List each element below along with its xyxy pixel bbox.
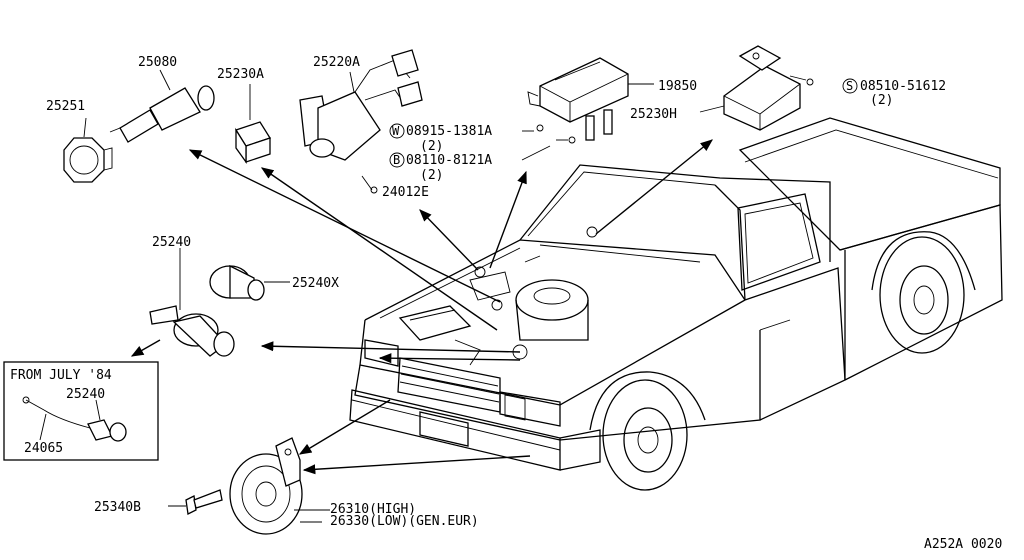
figure-code: A252A 0020 [924,537,1002,552]
bolt-symbol-letter: B [393,153,400,167]
label-08110-qty: (2) [420,168,443,183]
washer-symbol-letter: W [392,124,400,138]
label-25251: 25251 [46,99,85,114]
part-25080-sender [109,69,215,143]
part-25230H-relay-box [699,45,814,131]
part-25240-switch [149,248,235,357]
inset-label-24065: 24065 [24,441,63,456]
inset-label-25240: 25240 [66,387,105,402]
part-25251-plug [63,117,113,183]
label-25230A: 25230A [217,67,264,82]
label-25220A: 25220A [313,55,360,70]
inset-from-july-84 [3,361,159,461]
label-08915-1381A: 08915-1381A [406,124,492,139]
part-25230A-relay [235,84,271,165]
label-08915-qty: (2) [420,139,443,154]
label-19850: 19850 [658,79,697,94]
label-25080: 25080 [138,55,177,70]
part-horn [229,437,330,535]
label-25230H: 25230H [630,107,677,122]
leader-arrows [130,139,713,475]
label-25340B: 25340B [94,500,141,515]
label-25240X: 25240X [292,276,339,291]
screw-symbol [842,78,858,94]
label-08510-qty: (2) [870,93,893,108]
label-24012E: 24012E [382,185,429,200]
pickup-truck-illustration [349,117,1003,491]
part-labels: 25251 25080 25230A 25220A 19850 S 08510-… [10,55,1002,552]
part-19850-unit [527,57,654,144]
label-08510-51612: 08510-51612 [860,79,946,94]
label-08110-8121A: 08110-8121A [406,153,492,168]
label-26330: 26330(LOW)(GEN.EUR) [330,514,479,529]
washer-symbol [389,123,405,139]
inset-title: FROM JULY '84 [10,368,112,383]
bolt-symbol [389,152,405,168]
part-25240X-switch [209,264,290,301]
screw-symbol-letter: S [846,79,853,93]
label-25240: 25240 [152,235,191,250]
part-25340B-bolt [168,489,223,515]
part-25220A-flasher [299,49,423,194]
label-26310: 26310(HIGH) [330,502,416,517]
